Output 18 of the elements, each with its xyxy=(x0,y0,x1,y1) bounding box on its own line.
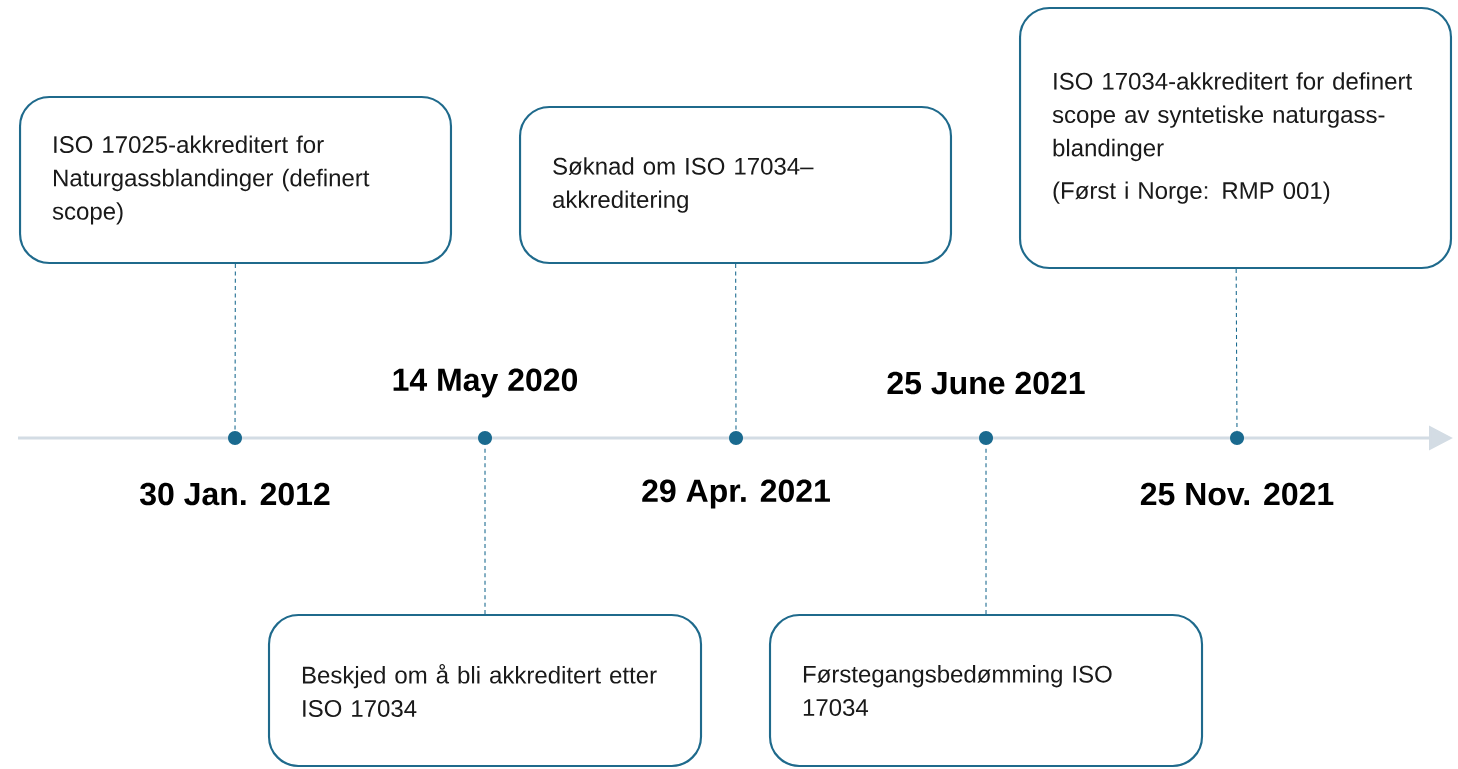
timeline-dot xyxy=(478,431,492,445)
connector-line xyxy=(1235,268,1238,432)
connector-line xyxy=(735,263,737,432)
event-box: ISO 17025-akkreditert for Naturgassblandinger (definert scope) xyxy=(18,95,453,265)
date-label: 29 Apr. 2021 xyxy=(642,479,830,509)
date-label: 25 June 2021 xyxy=(887,371,1085,395)
date-label: 14 May 2020 xyxy=(393,368,578,398)
event-box: ISO 17034-akkreditert for definert scope av syntetiske naturgass-blandinger (Først i Norge: RMP 001) xyxy=(1019,6,1453,270)
timeline-dot xyxy=(1230,431,1244,445)
event-box: Beskjed om å bli akkreditert etter ISO 17034 xyxy=(267,613,703,768)
timeline-dot xyxy=(979,431,993,445)
timeline-dot xyxy=(729,431,743,445)
date-label: 25 Nov. 2021 xyxy=(1140,482,1334,506)
event-box: Søknad om ISO 17034–akkreditering xyxy=(519,105,953,265)
timeline-dot xyxy=(228,431,242,445)
event-box: Førstegangsbedømming ISO 17034 xyxy=(768,613,1204,768)
connector-line xyxy=(234,263,236,432)
date-label: 30 Jan. 2012 xyxy=(139,482,330,506)
